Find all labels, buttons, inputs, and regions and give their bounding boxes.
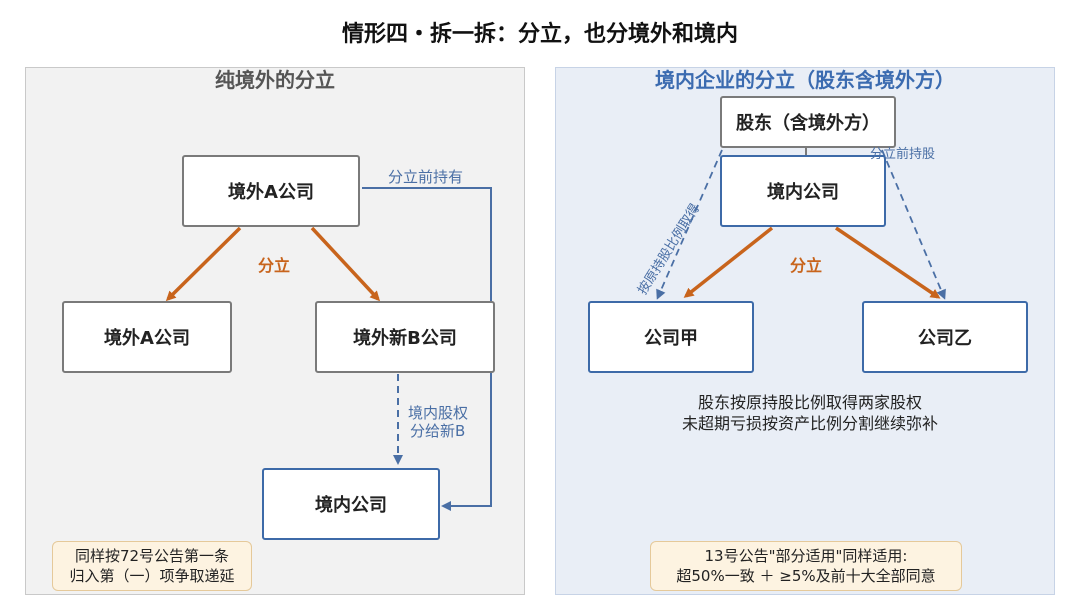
right-desc-line-1: 股东按原持股比例取得两家股权 xyxy=(697,393,922,412)
right-panel-title: 境内企业的分立（股东含境外方） xyxy=(655,68,955,92)
left-child-a-box: 境外A公司 xyxy=(62,301,232,373)
left-domestic-label: 境内公司 xyxy=(315,495,387,516)
left-parent-label: 境外A公司 xyxy=(228,182,314,203)
page-title: 情形四・拆一拆：分立，也分境外和境内 xyxy=(341,22,738,47)
right-desc-line-2: 未超期亏损按资产比例分割继续弥补 xyxy=(681,414,938,433)
right-domestic-label: 境内公司 xyxy=(767,182,839,203)
right-dashed-arrow-b xyxy=(881,149,946,300)
left-split-arrow-b xyxy=(310,226,381,302)
right-split-arrow-a xyxy=(683,226,774,298)
left-equity-label-2: 分给新B xyxy=(410,422,466,440)
left-note-line-1: 同样按72号公告第一条 xyxy=(74,547,230,565)
right-shareholder-box: 股东（含境外方） xyxy=(720,96,896,148)
left-split-label: 分立 xyxy=(258,256,291,275)
right-prehold-label: 分立前持股 xyxy=(870,147,936,162)
left-panel-title: 纯境外的分立 xyxy=(215,68,335,92)
right-child-a-box: 公司甲 xyxy=(588,301,754,373)
left-equity-label-1: 境内股权 xyxy=(408,404,469,422)
right-dashed-arrow-a xyxy=(656,149,723,300)
right-child-b-box: 公司乙 xyxy=(862,301,1028,373)
left-split-arrow-a xyxy=(165,226,242,302)
right-note-line-1: 13号公告"部分适用"同样适用: xyxy=(704,547,908,565)
right-note: 13号公告"部分适用"同样适用: 超50%一致 ＋ ≥5%及前十大全部同意 xyxy=(650,541,962,591)
right-child-a-label: 公司甲 xyxy=(644,328,698,349)
right-description: 股东按原持股比例取得两家股权 未超期亏损按资产比例分割继续弥补 xyxy=(600,392,1020,434)
left-domestic-box: 境内公司 xyxy=(262,468,440,540)
left-prehold-label: 分立前持有 xyxy=(388,168,464,186)
left-note: 同样按72号公告第一条 归入第（一）项争取递延 xyxy=(52,541,252,591)
left-child-b-label: 境外新B公司 xyxy=(353,328,457,349)
right-shareholder-label: 股东（含境外方） xyxy=(736,113,880,134)
left-child-b-box: 境外新B公司 xyxy=(315,301,495,373)
right-domestic-box: 境内公司 xyxy=(720,155,886,227)
left-parent-box: 境外A公司 xyxy=(182,155,360,227)
right-note-line-2: 超50%一致 ＋ ≥5%及前十大全部同意 xyxy=(676,567,936,585)
left-note-line-2: 归入第（一）项争取递延 xyxy=(69,567,235,585)
right-split-label: 分立 xyxy=(790,256,823,275)
left-child-a-label: 境外A公司 xyxy=(104,328,190,349)
right-split-arrow-b xyxy=(835,226,941,299)
right-child-b-label: 公司乙 xyxy=(918,328,972,349)
